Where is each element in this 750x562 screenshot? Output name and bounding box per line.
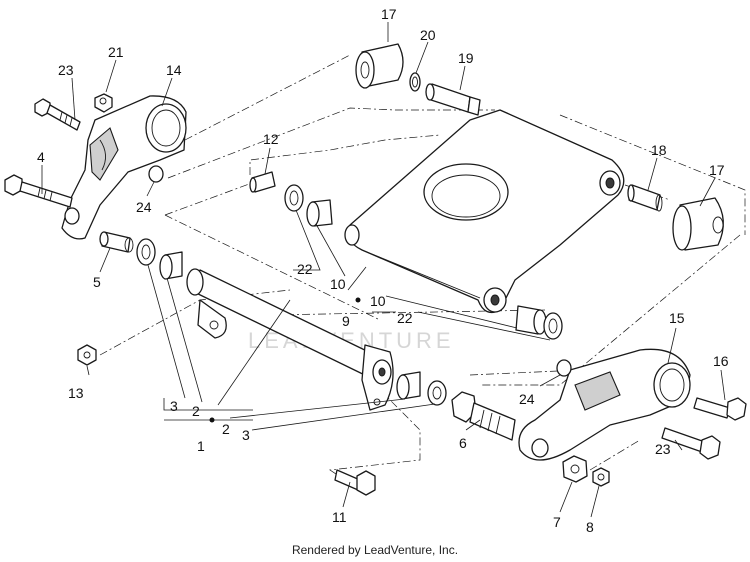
part-17-bumper-right — [672, 197, 724, 251]
callout-20: 20 — [420, 27, 436, 43]
callout-5: 5 — [93, 274, 101, 290]
callout-22-left: 22 — [297, 261, 313, 277]
callout-13: 13 — [68, 385, 84, 401]
callout-18: 18 — [651, 142, 667, 158]
part-3-washer-left — [136, 238, 156, 266]
callout-16: 16 — [713, 353, 729, 369]
part-24-nut-left — [148, 165, 164, 183]
callout-23-left: 23 — [58, 62, 74, 78]
part-3-washer-right — [427, 380, 447, 406]
part-2-bushing-left — [159, 251, 183, 280]
part-11-bolt — [334, 469, 376, 496]
callout-8: 8 — [586, 519, 594, 535]
leader-lines — [41, 22, 726, 518]
part-20-snap-ring — [409, 72, 421, 92]
part-13-nut — [77, 344, 97, 366]
callout-2-right: 2 — [222, 421, 230, 437]
part-9-swing-arm — [344, 109, 625, 314]
callout-21: 21 — [108, 44, 124, 60]
callout-labels: 17 20 19 21 23 14 4 24 12 18 17 5 22 10 … — [37, 6, 729, 535]
callout-24-left: 24 — [136, 199, 152, 215]
callout-19: 19 — [458, 50, 474, 66]
callout-4: 4 — [37, 149, 45, 165]
bullet-dot-9 — [355, 297, 361, 303]
part-10-bushing-arm-right — [515, 305, 547, 335]
part-18-sleeve — [627, 184, 663, 212]
callout-14: 14 — [166, 62, 182, 78]
callout-23-right: 23 — [655, 441, 671, 457]
callout-1: 1 — [197, 438, 205, 454]
callout-22-right: 22 — [397, 310, 413, 326]
part-24-nut-right — [556, 359, 572, 377]
callout-10-right: 10 — [370, 293, 386, 309]
callout-17-top: 17 — [381, 6, 397, 22]
part-15-bracket-right — [518, 348, 691, 461]
part-19-pin — [425, 83, 481, 116]
part-17-bumper-top — [355, 43, 404, 89]
part-1-pivot-shaft — [186, 268, 394, 411]
callout-10-left: 10 — [330, 276, 346, 292]
callout-12: 12 — [263, 131, 279, 147]
callout-11: 11 — [332, 509, 347, 525]
part-16-bolt — [693, 397, 747, 421]
footer-credit: Rendered by LeadVenture, Inc. — [291, 543, 459, 557]
part-4-bolt — [4, 174, 73, 208]
bullet-dot-1 — [209, 417, 215, 423]
part-23-bolt-left — [34, 98, 81, 131]
part-2-bushing-right — [396, 371, 421, 400]
callout-3-right: 3 — [242, 427, 250, 443]
part-7-flange-nut — [562, 455, 588, 483]
part-8-nut — [592, 467, 610, 487]
callout-15: 15 — [669, 310, 685, 326]
part-23-bolt-right — [661, 427, 721, 460]
callout-2-left: 2 — [192, 403, 200, 419]
callout-9: 9 — [342, 313, 350, 329]
part-12-sleeve — [249, 171, 276, 193]
part-21-nut — [94, 93, 113, 113]
part-14-bracket-left — [61, 95, 187, 240]
part-6-stud — [451, 391, 516, 441]
part-10-bushing-arm-left — [306, 199, 333, 227]
callout-7: 7 — [553, 514, 561, 530]
callout-3-left: 3 — [170, 398, 178, 414]
part-22-washer-arm-left — [284, 184, 304, 212]
callout-24-right: 24 — [519, 391, 535, 407]
callout-6: 6 — [459, 435, 467, 451]
part-22-washer-arm-right — [543, 312, 563, 340]
part-5-sleeve — [99, 231, 134, 253]
callout-17-right: 17 — [709, 162, 725, 178]
